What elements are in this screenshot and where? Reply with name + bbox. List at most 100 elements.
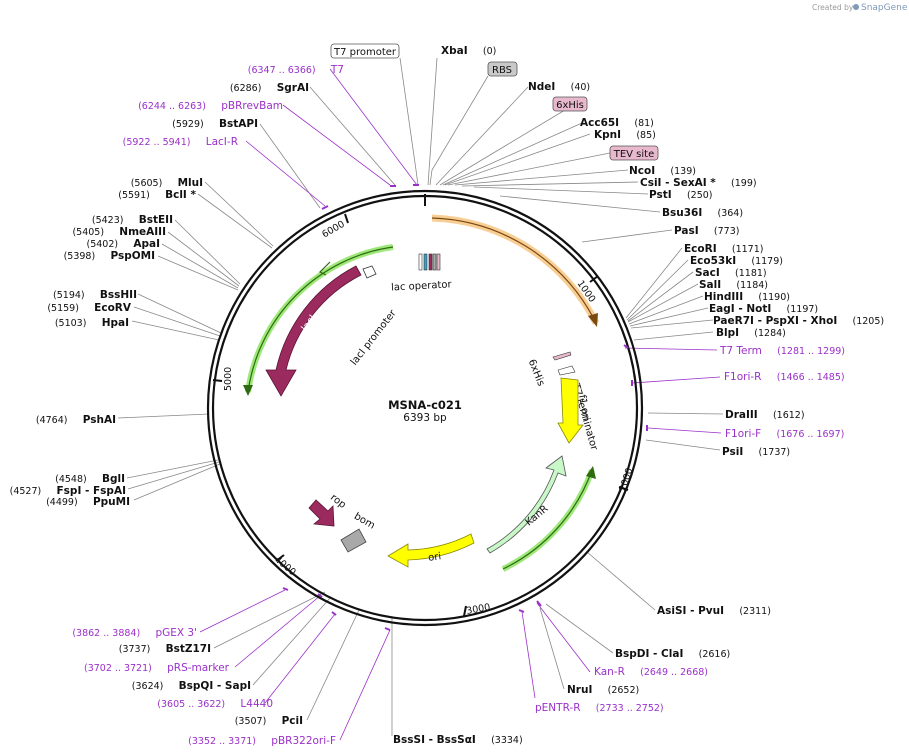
primer-mark [518,609,525,613]
primer-position: (3352 .. 3371) [188,736,256,747]
site-position: (4527) [10,486,42,497]
site-name: Acc65I [580,117,619,129]
primer-label: Kan-R (2649 .. 2668) [594,660,708,679]
site-position: (1181) [735,268,767,279]
ori-label: ori [428,551,442,564]
site-position: (5605) [131,178,163,189]
6xhis-feature [552,351,572,361]
site-name: BglI [102,473,125,485]
site-label: CsiI - SexAI * (199) [640,171,757,190]
rop-feature [308,499,335,527]
site-label: EcoRI (1171) [684,237,763,256]
site-position: (5423) [92,215,124,226]
site-position: (199) [731,178,757,189]
site-name: SacI [695,267,720,279]
tick-label-3000: 3000 [465,602,491,617]
lac-operator-cluster [418,253,441,271]
site-position: (5103) [55,318,87,329]
primer-position: (1466 .. 1485) [777,372,845,383]
site-label: (5194) BssHII [53,283,137,302]
site-label: KpnI (85) [594,123,656,142]
laci-promoter-feature [362,265,377,279]
tev-site-label: TEV site [613,149,655,160]
site-position: (3737) [119,644,151,655]
primer-name: T7 Term [719,345,762,357]
site-name: NcoI [629,165,655,177]
primer-label: (3862 .. 3884) pGEX 3' [72,621,197,640]
site-name: CsiI - SexAI * [640,177,716,189]
site-name: DraIII [725,409,758,421]
site-position: (3334) [491,735,523,746]
tick-4000 [275,554,285,562]
site-name: EcoRI [684,243,717,255]
primer-position: (3702 .. 3721) [84,663,152,674]
site-name: SalI [699,279,721,291]
site-position: (85) [636,130,656,141]
primer-label: (6244 .. 6263) pBRrevBam [138,94,283,113]
site-name: HindIII [704,291,743,303]
site-label: EagI - NotI (1197) [709,297,818,316]
kanr-orf-arc [502,469,593,570]
t7-terminator-feature [557,365,576,376]
site-position: (364) [718,208,744,219]
site-label: (5605) MluI [131,171,203,190]
primer-name: T7 [330,64,344,76]
primer-position: (3862 .. 3884) [72,628,140,639]
site-label: (4764) PshAI [36,408,116,427]
site-position: (3624) [132,681,164,692]
site-name: BssHII [100,289,137,301]
site-label: (5929) BstAPI [172,112,258,131]
site-position: (773) [714,226,740,237]
primer-label: T7 Term (1281 .. 1299) [719,339,845,358]
orf-highlight-arc [431,214,600,325]
kanr-feature [486,455,567,554]
plasmid-name: MSNA-c021 [388,398,462,412]
primer-label: F1ori-F (1676 .. 1697) [725,422,844,441]
ori-feature [387,533,475,568]
t7-promoter-box [330,43,400,59]
bom-feature [340,528,367,553]
site-position: (4548) [55,474,87,485]
site-label: NdeI (40) [528,75,590,94]
site-position: (250) [687,190,713,201]
site-name: NmeAIII [119,226,166,238]
primer-mark [536,600,542,607]
site-position: (5194) [53,290,85,301]
primer-mark [384,627,391,631]
primer-name: Kan-R [594,666,625,678]
site-name: Eco53kI [690,255,736,267]
site-label: Acc65I (81) [580,111,654,130]
site-label: DraIII (1612) [725,403,805,422]
site-position: (5398) [64,251,96,262]
site-position: (6286) [230,83,262,94]
site-label: AsiSI - PvuI (2311) [657,599,771,618]
tick-label-2000: 2000 [618,467,636,493]
primer-label: pENTR-R (2733 .. 2752) [535,696,664,715]
primer-name: L4440 [240,698,273,710]
site-position: (81) [634,118,654,129]
site-label: (5398) PspOMI [64,244,155,263]
site-label: (5159) EcoRV [47,296,132,315]
orf-arc [431,217,595,320]
primer-label: (6347 .. 6366) T7 [248,58,344,77]
primer-name: pBRrevBam [221,100,283,112]
snapgene-logo-icon [853,4,859,10]
primer-label: F1ori-R (1466 .. 1485) [724,365,845,384]
site-name: PciI [282,715,303,727]
site-name: EcoRV [94,302,132,314]
laci-promoter-label: lacI promoter [349,307,399,367]
site-position: (1184) [736,280,768,291]
site-position: (2652) [608,685,640,696]
tick-1000 [589,275,599,283]
site-name: AsiSI - PvuI [657,605,724,617]
site-name: NruI [567,684,592,696]
site-position: (139) [670,166,696,177]
site-name: BspQI - SapI [179,680,251,692]
site-label: (5423) BstEII [92,208,173,227]
site-position: (5402) [87,239,119,250]
site-name: EagI - NotI [709,303,771,315]
site-name: PsiI [722,446,743,458]
plasmid-length: 6393 bp [403,412,447,424]
site-position: (1190) [758,292,790,303]
site-label: SalI (1184) [699,273,768,292]
